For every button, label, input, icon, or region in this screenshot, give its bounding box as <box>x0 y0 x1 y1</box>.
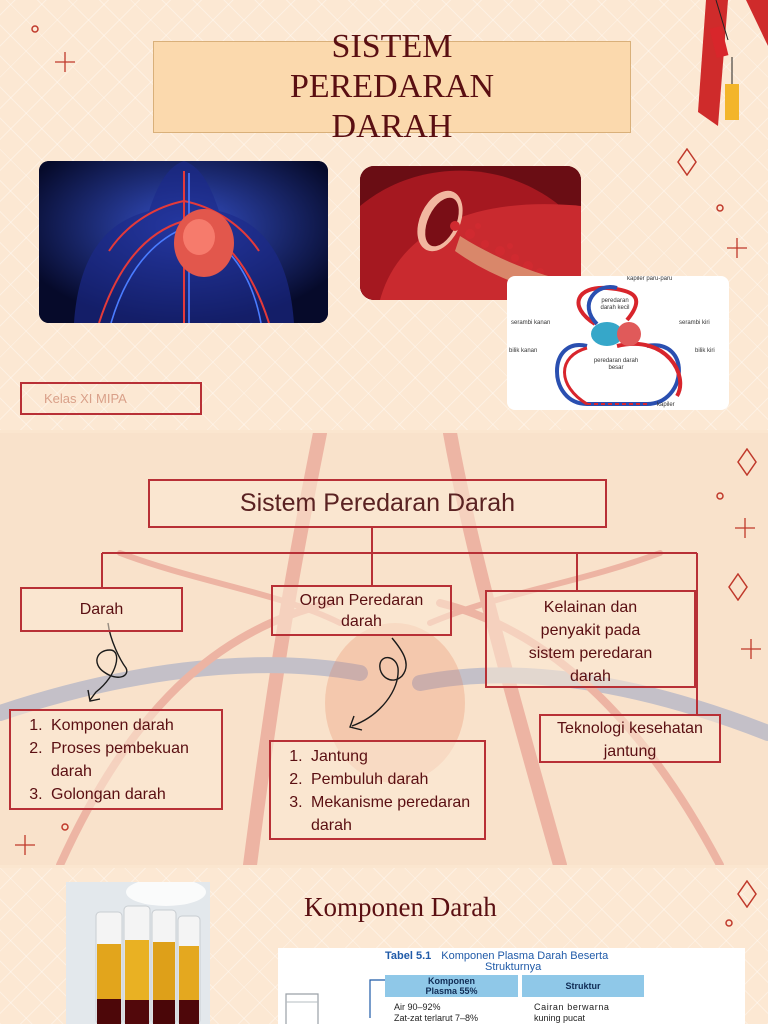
table-header-komponen: Komponen Plasma 55% <box>385 975 518 997</box>
decor-circle-icon <box>716 492 724 500</box>
decor-sparkle-icon <box>15 835 35 855</box>
decor-circle-icon <box>725 919 733 927</box>
decor-diamond-icon <box>737 448 757 476</box>
slide-title-text: SISTEM PEREDARAN DARAH <box>289 28 495 145</box>
list-item: Proses pembekuan darah <box>47 737 217 783</box>
beaker-icon <box>285 993 319 1024</box>
table-cell: kuning pucat <box>534 1013 586 1023</box>
label-bilik-kanan: bilik kanan <box>509 348 538 354</box>
list-item: Jantung <box>307 745 480 768</box>
class-label-text: Kelas XI MIPA <box>44 391 127 406</box>
label-peredaran-besar: peredaran darah besar <box>593 358 639 371</box>
label-serambi-kiri: serambi kiri <box>679 320 710 326</box>
decor-circle-icon <box>31 25 39 33</box>
hand-drawn-arrow-icon <box>349 637 407 731</box>
decor-sparkle-icon <box>55 52 75 72</box>
hanging-ornament-icon <box>698 0 768 126</box>
slide-title: SISTEM PEREDARAN DARAH <box>0 0 768 430</box>
concept-teknologi-box: Teknologi kesehatan jantung <box>539 714 721 763</box>
decor-diamond-icon <box>677 148 697 176</box>
concept-kelainan-text: Kelainan dan penyakit pada sistem pereda… <box>528 599 653 685</box>
concept-root-text: Sistem Peredaran Darah <box>239 489 516 517</box>
concept-kelainan-box: Kelainan dan penyakit pada sistem pereda… <box>485 590 696 688</box>
concept-teknologi-text: Teknologi kesehatan jantung <box>557 720 703 760</box>
bracket-line <box>369 979 390 1018</box>
list-item: Komponen darah <box>47 714 217 737</box>
decor-sparkle-icon <box>727 238 747 258</box>
decor-diamond-icon <box>737 880 757 908</box>
organ-subtopic-list: Jantung Pembuluh darah Mekanisme peredar… <box>269 740 486 840</box>
decor-sparkle-icon <box>735 518 755 538</box>
label-kapiler: kapiler <box>657 402 675 408</box>
blood-tubes-image <box>66 882 210 1024</box>
table-caption: Tabel 5.1 Komponen Plasma Darah Beserta <box>385 950 608 962</box>
concept-darah-text: Darah <box>79 601 124 618</box>
label-serambi-kanan: serambi kanan <box>511 320 551 326</box>
list-item: Pembuluh darah <box>307 768 480 791</box>
list-item: Mekanisme peredaran darah <box>307 791 480 837</box>
concept-organ-box: Organ Peredaran darah <box>271 585 452 636</box>
darah-subtopic-list: Komponen darah Proses pembekuan darah Go… <box>9 709 223 810</box>
table-caption-text: Komponen Plasma Darah Beserta <box>441 950 609 962</box>
circulation-diagram-image: kapiler paru-paru peredaran darah kecil … <box>507 276 729 410</box>
human-circulatory-image <box>39 161 328 323</box>
decor-circle-icon <box>716 204 724 212</box>
plasma-table-image: Tabel 5.1 Komponen Plasma Darah Beserta S… <box>278 948 745 1024</box>
slide-title-box: SISTEM PEREDARAN DARAH <box>153 28 631 145</box>
table-cell: Cairan berwarna <box>534 1002 610 1012</box>
label-bilik-kiri: bilik kiri <box>695 348 715 354</box>
decor-circle-icon <box>61 823 69 831</box>
table-cell: Air 90–92% <box>394 1002 441 1012</box>
komponen-darah-title: Komponen Darah <box>304 892 497 922</box>
hand-drawn-arrow-icon <box>87 622 128 702</box>
class-label-box: Kelas XI MIPA <box>20 382 202 415</box>
label-kapiler-paru: kapiler paru-paru <box>627 276 673 282</box>
table-caption-line2: Strukturnya <box>485 961 542 973</box>
table-caption-number: Tabel 5.1 <box>385 950 432 962</box>
label-peredaran-kecil: peredaran darah kecil <box>600 298 630 311</box>
decor-diamond-icon <box>728 573 748 601</box>
list-item: Golongan darah <box>47 783 217 806</box>
concept-organ-text: Organ Peredaran darah <box>299 592 424 630</box>
concept-darah-box: Darah <box>20 587 183 632</box>
table-header-struktur: Struktur <box>522 975 644 997</box>
table-cell: Zat-zat terlarut 7–8% <box>394 1013 479 1023</box>
table-header-komponen-text: Komponen Plasma 55% <box>425 976 478 996</box>
decor-sparkle-icon <box>741 639 761 659</box>
concept-root-box: Sistem Peredaran Darah <box>148 479 607 528</box>
